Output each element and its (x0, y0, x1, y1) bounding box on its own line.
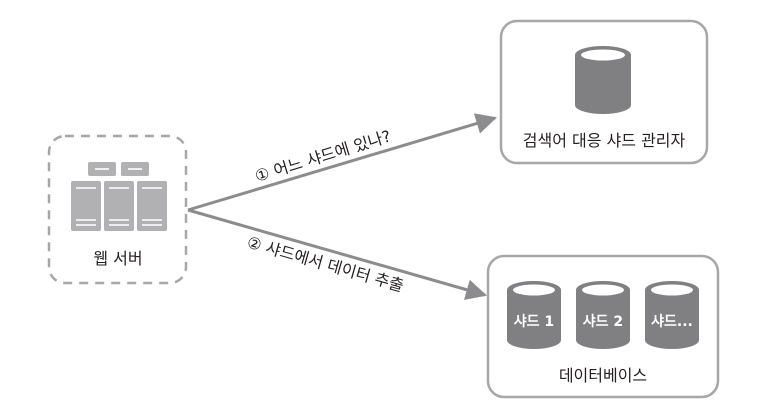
shard-manager-node: 검색어 대응 샤드 관리자 (499, 19, 709, 165)
database-label: 데이터베이스 (559, 366, 647, 385)
shard-more-label: 샤드... (651, 314, 693, 330)
database-icon (575, 46, 631, 114)
shard-1-cylinder: 샤드 1 (507, 281, 561, 349)
server-rack-icon (71, 162, 167, 231)
shard-manager-label: 검색어 대응 샤드 관리자 (523, 131, 686, 150)
web-server-node: 웹 서버 (47, 134, 188, 285)
shard-1-label: 샤드 1 (514, 314, 554, 330)
database-node: 샤드 1 샤드 2 샤드... 데이터베이스 (486, 254, 720, 399)
shard-2-label: 샤드 2 (583, 314, 623, 330)
arrow-query-shard (187, 113, 498, 212)
web-server-label: 웹 서버 (93, 249, 142, 268)
web-server-dashed-box (47, 134, 188, 285)
shard-more-cylinder: 샤드... (645, 281, 699, 349)
shard-2-cylinder: 샤드 2 (576, 281, 630, 349)
arrow-fetch-data (187, 208, 488, 300)
